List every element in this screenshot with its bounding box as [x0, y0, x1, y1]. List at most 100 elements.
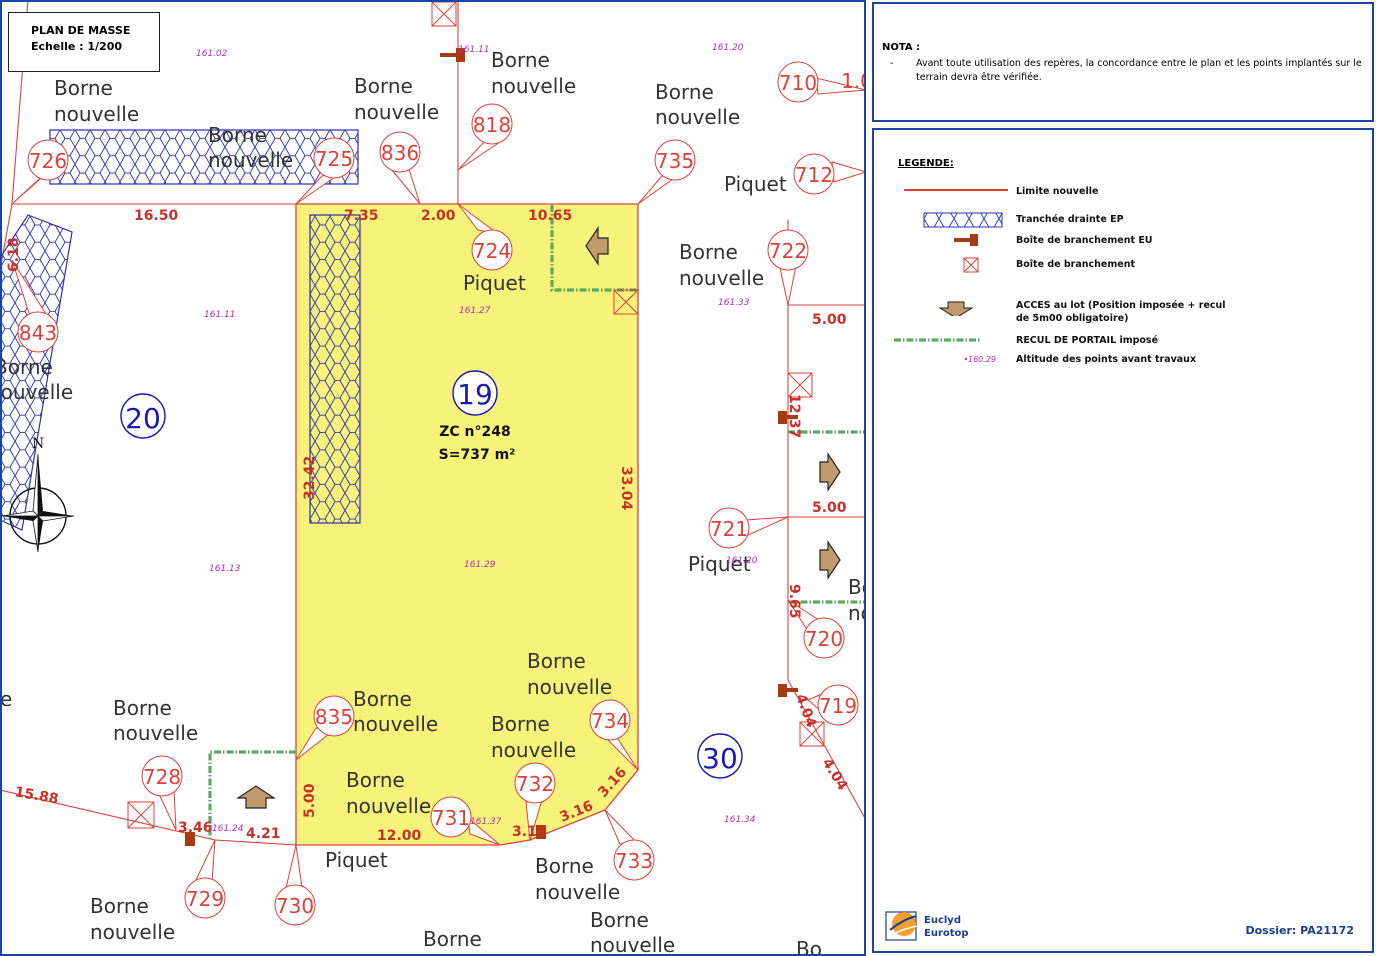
access-arrow-left-icon [585, 226, 609, 266]
legend-item-boundary: Limite nouvelle [894, 182, 1354, 202]
point-id: 728 [143, 765, 181, 789]
point-id-labels: 726 725 836 818 735 724 710 712 722 843 … [19, 69, 866, 918]
point-843-circle [17, 311, 59, 353]
altitude-points: 161.02 161.11 161.20 161.11 161.27 161.3… [196, 43, 758, 834]
point-id: 722 [769, 239, 807, 263]
lot-area: S=737 m² [439, 447, 516, 463]
access-arrow-right-icon [819, 452, 841, 492]
point-835-circle [313, 695, 355, 737]
point-id: 712 [795, 163, 833, 187]
drainage-trenches [0, 129, 361, 531]
borne-label: Borne [0, 355, 53, 379]
dimension: 2.00 [421, 208, 456, 224]
altitude-label: 161.11 [458, 45, 490, 55]
legend-label: Altitude des points avant travaux [1016, 354, 1197, 365]
point-728-circle [141, 755, 183, 797]
legend-panel: LEGENDE: Limite nouvelle Tranchée draint… [872, 128, 1374, 953]
point-id: 720 [805, 627, 843, 651]
point-732-circle [514, 762, 556, 804]
borne-label: Borne [491, 48, 550, 72]
nouvelle-label: nouvelle [113, 721, 198, 745]
plan-title: PLAN DE MASSE [31, 24, 131, 37]
nouvelle-label: nouvelle [527, 675, 612, 699]
point-id: 719 [819, 694, 857, 718]
legend-label: Tranchée drainte EP [1016, 214, 1124, 225]
borne-label: Borne [54, 76, 113, 100]
access-arrow-right-icon [819, 540, 841, 580]
nouvelle-label: nouvelle [655, 105, 740, 129]
point-722-circle [767, 229, 809, 271]
nouvelle-label: nouvelle [353, 712, 438, 736]
point-id: 836 [381, 141, 419, 165]
nota-text: Avant toute utilisation des repères, la … [916, 58, 1362, 83]
legend-item-altitude: 160.29 Altitude des points avant travaux [894, 350, 1354, 370]
point-731-circle [430, 796, 472, 838]
point-735-circle [654, 139, 696, 181]
partial-text: Bo [848, 575, 866, 599]
borne-label: Borne [113, 696, 172, 720]
altitude-label: 161.24 [212, 824, 244, 834]
nouvelle-label: nouvelle [0, 380, 73, 404]
piquet-label: Piquet [325, 848, 388, 872]
green-dashed-line-icon [894, 338, 980, 342]
altitude-label: 161.29 [464, 560, 496, 570]
dimension: 33.04 [618, 466, 634, 511]
partial-text: 1.0 [841, 69, 866, 93]
legend-item-branch-box: Boîte de branchement [894, 255, 1354, 275]
plan-scale: Echelle : 1/200 [31, 40, 123, 53]
north-label: N [32, 436, 44, 452]
altitude-label: 161.02 [196, 49, 228, 59]
nouvelle-label: nouvelle [346, 794, 431, 818]
borne-label: Borne [353, 687, 412, 711]
dimension: 5.00 [812, 312, 847, 328]
legend-label: RECUL DE PORTAIL imposé [1016, 335, 1159, 346]
crossed-box-icon [613, 289, 639, 315]
lot-number: 19 [457, 378, 493, 411]
legend-label: Boîte de branchement EU [1016, 235, 1153, 246]
point-id: 732 [516, 772, 554, 796]
crossed-box-icon [431, 1, 457, 27]
dimension: 10.65 [528, 208, 572, 224]
borne-label: Borne [535, 854, 594, 878]
dimension: 5.00 [812, 500, 847, 516]
nota-panel: NOTA : - Avant toute utilisation des rep… [872, 2, 1374, 122]
partial-text: no [848, 601, 866, 625]
point-id: 724 [473, 239, 511, 263]
company-line1: Euclyd [924, 915, 961, 926]
point-710-circle [777, 61, 819, 103]
point-719-circle [817, 684, 859, 726]
parcel-id: ZC n°248 [439, 424, 511, 440]
nouvelle-label: nouvelle [491, 738, 576, 762]
altitude-label: 161.20 [712, 43, 744, 53]
legend-label: Boîte de branchement [1016, 259, 1136, 270]
portal-setback-lines [208, 205, 866, 840]
crossed-box-icon [127, 801, 155, 829]
point-id: 725 [315, 147, 353, 171]
company-name: Euclyd Eurotop [924, 914, 969, 940]
plan-border [0, 0, 866, 956]
point-id: 731 [432, 806, 470, 830]
piquet-label: Piquet [463, 271, 526, 295]
nouvelle-label: nouvelle [590, 933, 675, 956]
point-id: 735 [656, 149, 694, 173]
nouvelle-label: nouvelle [54, 102, 139, 126]
hex-trench-icon [923, 212, 1003, 228]
plan-svg: N 19 20 30 ZC n°248 S=737 m² 726 725 836… [0, 0, 866, 956]
point-id: 721 [710, 517, 748, 541]
dimension: 6.18 [6, 237, 22, 272]
altitude-label: 161.37 [470, 817, 502, 827]
nouvelle-label: nouvelle [491, 74, 576, 98]
nota-title: NOTA : [882, 42, 921, 53]
point-id: 710 [779, 71, 817, 95]
point-726-circle [27, 139, 69, 181]
legend-item-portal: RECUL DE PORTAIL imposé [894, 331, 1354, 351]
dimension: 3.16 [512, 824, 547, 840]
legend-label: ACCES au lot (Position imposée + recul d… [1016, 300, 1226, 324]
dimension: 3.46 [178, 820, 213, 836]
dimension: 9.65 [786, 584, 802, 619]
point-id: 726 [29, 149, 67, 173]
point-818-circle [471, 103, 513, 145]
nouvelle-label: nouvelle [90, 920, 175, 944]
point-729-circle [184, 877, 226, 919]
legend-label: Limite nouvelle [1016, 186, 1099, 197]
